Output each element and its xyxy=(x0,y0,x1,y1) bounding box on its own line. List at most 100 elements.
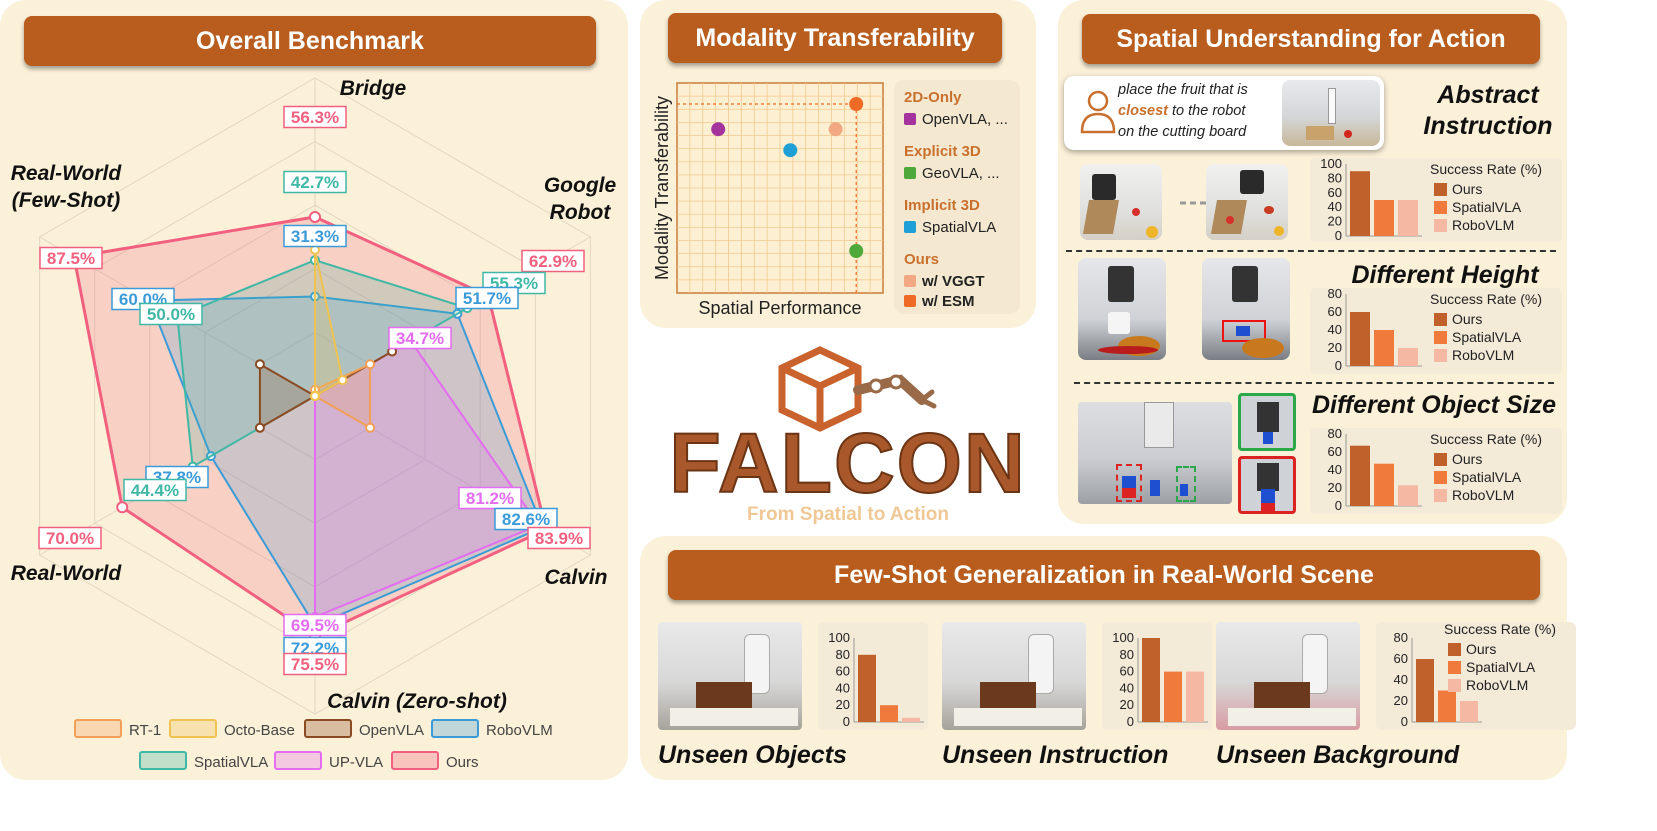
scatter-point xyxy=(849,97,864,111)
instruction-post1: to the robot xyxy=(1172,103,1246,119)
instruction-post2: on the cutting board xyxy=(1118,124,1247,140)
scatter-legend-swatch xyxy=(904,275,916,287)
svg-text:RT-1: RT-1 xyxy=(129,722,161,739)
spatial-section-title: Different Object Size xyxy=(1311,391,1557,419)
scatter-legend-item: OpenVLA, ... xyxy=(922,111,1008,128)
bar-ytick: 60 xyxy=(1328,444,1342,459)
bar-ours xyxy=(1350,445,1370,506)
instruction-pre: place the fruit that is xyxy=(1118,82,1248,98)
modality-panel: Modality Transferability Spatial Perform… xyxy=(640,0,1036,328)
fewshot-photo xyxy=(942,622,1086,730)
bar-ytick: 80 xyxy=(1328,428,1342,441)
svg-text:75.5%: 75.5% xyxy=(291,655,339,674)
abstract-photo-before xyxy=(1080,164,1162,240)
radar-value-label: 81.2% xyxy=(458,486,522,510)
radar-value-label: 69.5% xyxy=(283,613,347,637)
radar-point xyxy=(365,422,376,433)
svg-text:51.7%: 51.7% xyxy=(463,289,511,308)
spatial-panel: Spatial Understanding for Action place t… xyxy=(1058,0,1567,524)
bar-legend-title: Success Rate (%) xyxy=(1430,291,1542,307)
bar-ytick: 40 xyxy=(1328,322,1342,337)
size-photo-zoom-1 xyxy=(1238,393,1296,451)
bar-ytick: 80 xyxy=(1328,288,1342,301)
bar-legend-label: RoboVLM xyxy=(1452,487,1514,503)
bar-legend-label: SpatialVLA xyxy=(1452,199,1522,215)
radar-value-label: 82.6% xyxy=(494,507,558,531)
bar-legend-title: Success Rate (%) xyxy=(1430,431,1542,447)
bar-ytick: 0 xyxy=(1335,498,1342,513)
scatter-point xyxy=(849,244,864,258)
modality-title: Modality Transferability xyxy=(668,13,1002,63)
radar-value-label: 31.3% xyxy=(283,224,347,248)
bar-ours xyxy=(858,654,876,722)
svg-text:SpatialVLA: SpatialVLA xyxy=(194,754,268,771)
scatter-legend-swatch xyxy=(904,113,916,125)
radar-value-label: 42.7% xyxy=(283,170,347,194)
bar-legend-label: RoboVLM xyxy=(1452,347,1514,363)
svg-text:87.5%: 87.5% xyxy=(47,249,95,268)
fewshot-photo xyxy=(1216,622,1360,730)
logo-tagline: From Spatial to Action xyxy=(747,504,949,525)
radar-value-label: 60.0% xyxy=(111,287,175,311)
radar-point xyxy=(254,359,265,370)
scatter-legend-head: 2D-Only xyxy=(904,89,962,106)
svg-text:RoboVLM: RoboVLM xyxy=(486,722,553,739)
radar-value-label: 34.7% xyxy=(388,326,452,350)
bar-ytick: 80 xyxy=(1328,170,1342,185)
bar-ytick: 0 xyxy=(843,714,850,729)
radar-axis-label: Robot xyxy=(550,201,612,224)
radar-point xyxy=(254,422,265,433)
radar-legend-item: SpatialVLA xyxy=(139,751,268,771)
radar-point xyxy=(337,375,348,386)
radar-point xyxy=(310,391,320,401)
radar-point xyxy=(365,359,376,370)
bar-legend-swatch xyxy=(1448,661,1461,674)
bar-ytick: 80 xyxy=(836,647,850,662)
bar-ytick: 60 xyxy=(1328,185,1342,200)
radar-legend-item: UP-VLA xyxy=(274,751,383,771)
divider-2 xyxy=(1074,382,1554,384)
scatter-legend-swatch xyxy=(904,295,916,307)
bar-legend-swatch xyxy=(1434,471,1447,484)
fewshot-panel: Few-Shot Generalization in Real-World Sc… xyxy=(640,536,1576,780)
bar-ytick: 100 xyxy=(828,630,850,645)
spatial-title: Spatial Understanding for Action xyxy=(1082,14,1540,64)
radar-value-label: 44.4% xyxy=(123,478,187,502)
size-photo-zoom-2 xyxy=(1238,456,1296,514)
svg-text:50.0%: 50.0% xyxy=(147,305,195,324)
radar-legend-item: Octo-Base xyxy=(169,719,295,739)
radar-point xyxy=(116,501,129,514)
radar-point xyxy=(309,210,321,223)
scatter-legend-swatch xyxy=(904,221,916,233)
scatter-legend-item: GeoVLA, ... xyxy=(922,165,1000,182)
scatter-point xyxy=(783,143,798,158)
bar-ytick: 40 xyxy=(1120,680,1134,695)
bar-legend-swatch xyxy=(1434,219,1447,232)
svg-text:OpenVLA: OpenVLA xyxy=(359,722,424,739)
bar-legend-swatch xyxy=(1434,313,1447,326)
bar-ytick: 40 xyxy=(1328,199,1342,214)
bar-ours xyxy=(1142,638,1160,722)
bar-legend-label: Ours xyxy=(1452,181,1482,197)
bar-ytick: 20 xyxy=(1120,697,1134,712)
bar-legend-label: SpatialVLA xyxy=(1452,329,1522,345)
bar-ytick: 60 xyxy=(1394,651,1408,666)
bar-legend-title: Success Rate (%) xyxy=(1430,161,1542,177)
height-photo-2 xyxy=(1202,258,1290,360)
instruction-text: place the fruit that is closest to the r… xyxy=(1118,80,1288,143)
radar-axis-label: (Few-Shot) xyxy=(12,189,120,212)
person-icon xyxy=(1080,90,1116,134)
radar-value-label: 87.5% xyxy=(39,246,103,270)
bar-legend-swatch xyxy=(1434,489,1447,502)
radar-value-label: 51.7% xyxy=(455,286,519,310)
scatter-legend-item: w/ VGGT xyxy=(921,273,985,290)
radar-axis-label: Bridge xyxy=(340,77,407,100)
bar-robovlm xyxy=(1186,671,1204,722)
bar-legend-label: SpatialVLA xyxy=(1452,469,1522,485)
svg-text:83.9%: 83.9% xyxy=(535,529,583,548)
